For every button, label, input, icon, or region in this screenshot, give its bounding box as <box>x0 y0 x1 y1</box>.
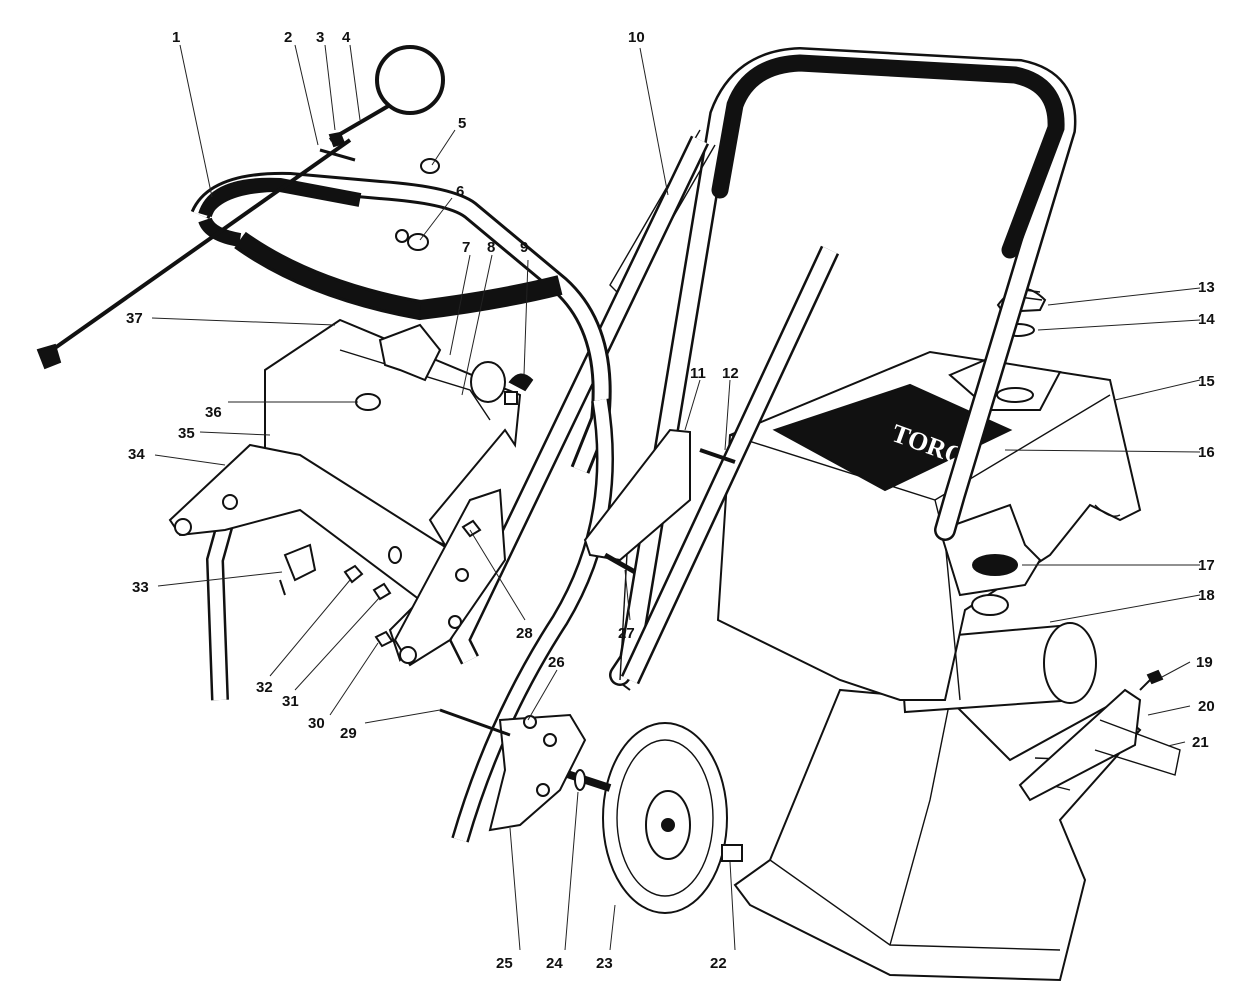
callout-5: 5 <box>458 115 466 132</box>
washer-5 <box>420 158 440 174</box>
callout-26: 26 <box>548 654 565 671</box>
axle-22 <box>721 844 743 862</box>
callout-17: 17 <box>1198 557 1215 574</box>
callout-18: 18 <box>1198 587 1215 604</box>
wheel-23 <box>602 722 728 914</box>
callout-36: 36 <box>205 404 222 421</box>
callout-27: 27 <box>618 625 635 642</box>
callout-6: 6 <box>456 183 464 200</box>
nut-28 <box>461 519 482 538</box>
engine-bracket <box>938 503 1042 616</box>
spring-2 <box>319 148 356 162</box>
callout-13: 13 <box>1198 279 1215 296</box>
bolt-19 <box>1139 669 1164 691</box>
callout-21: 21 <box>1192 734 1209 751</box>
callout-23: 23 <box>596 955 613 972</box>
key-6 <box>395 229 429 251</box>
bracket-11 <box>583 428 691 562</box>
callout-35: 35 <box>178 425 195 442</box>
callout-28: 28 <box>516 625 533 642</box>
callout-14: 14 <box>1198 311 1215 328</box>
callout-7: 7 <box>462 239 470 256</box>
upper-handle <box>609 46 1077 691</box>
toro-decal <box>772 383 1013 492</box>
callout-32: 32 <box>256 679 273 696</box>
callout-37: 37 <box>126 310 143 327</box>
leader-lines <box>151 44 1201 951</box>
handle-tube <box>448 135 840 685</box>
callout-19: 19 <box>1196 654 1213 671</box>
callout-34: 34 <box>128 446 145 463</box>
bolt-12 <box>699 448 736 464</box>
nut-32 <box>343 564 364 584</box>
side-plate-25 <box>488 713 587 832</box>
callout-30: 30 <box>308 715 325 732</box>
engine-hood: TORO <box>716 350 1142 701</box>
callout-22: 22 <box>710 955 727 972</box>
callout-24: 24 <box>546 955 563 972</box>
callout-1: 1 <box>172 29 180 46</box>
callout-29: 29 <box>340 725 357 742</box>
bolt-29 <box>439 708 511 737</box>
callout-11: 11 <box>690 365 706 382</box>
switch-9 <box>504 373 534 405</box>
callout-8: 8 <box>487 239 495 256</box>
nut-31 <box>372 582 392 601</box>
knob-36 <box>355 393 381 411</box>
callout-12: 12 <box>722 365 739 382</box>
control-rod <box>36 45 445 370</box>
callout-16: 16 <box>1198 444 1215 461</box>
callout-10: 10 <box>628 29 645 46</box>
clip-3 <box>328 131 346 148</box>
callout-labels: 1 2 3 4 5 6 7 8 9 10 11 12 13 14 15 16 1… <box>126 29 1215 972</box>
callout-9: 9 <box>520 239 528 256</box>
switch-33 <box>279 543 317 596</box>
callout-2: 2 <box>284 29 292 46</box>
bolt-27 <box>603 552 637 575</box>
callout-3: 3 <box>316 29 324 46</box>
callout-4: 4 <box>342 29 351 46</box>
callout-15: 15 <box>1198 373 1215 390</box>
callout-31: 31 <box>282 693 299 710</box>
lever-7 <box>378 323 442 382</box>
gauge-knob <box>470 361 506 403</box>
callout-25: 25 <box>496 955 513 972</box>
deflector-plate <box>1018 688 1181 802</box>
nut-30 <box>374 630 394 648</box>
callout-20: 20 <box>1198 698 1215 715</box>
control-panel <box>168 318 522 667</box>
callout-33: 33 <box>132 579 149 596</box>
